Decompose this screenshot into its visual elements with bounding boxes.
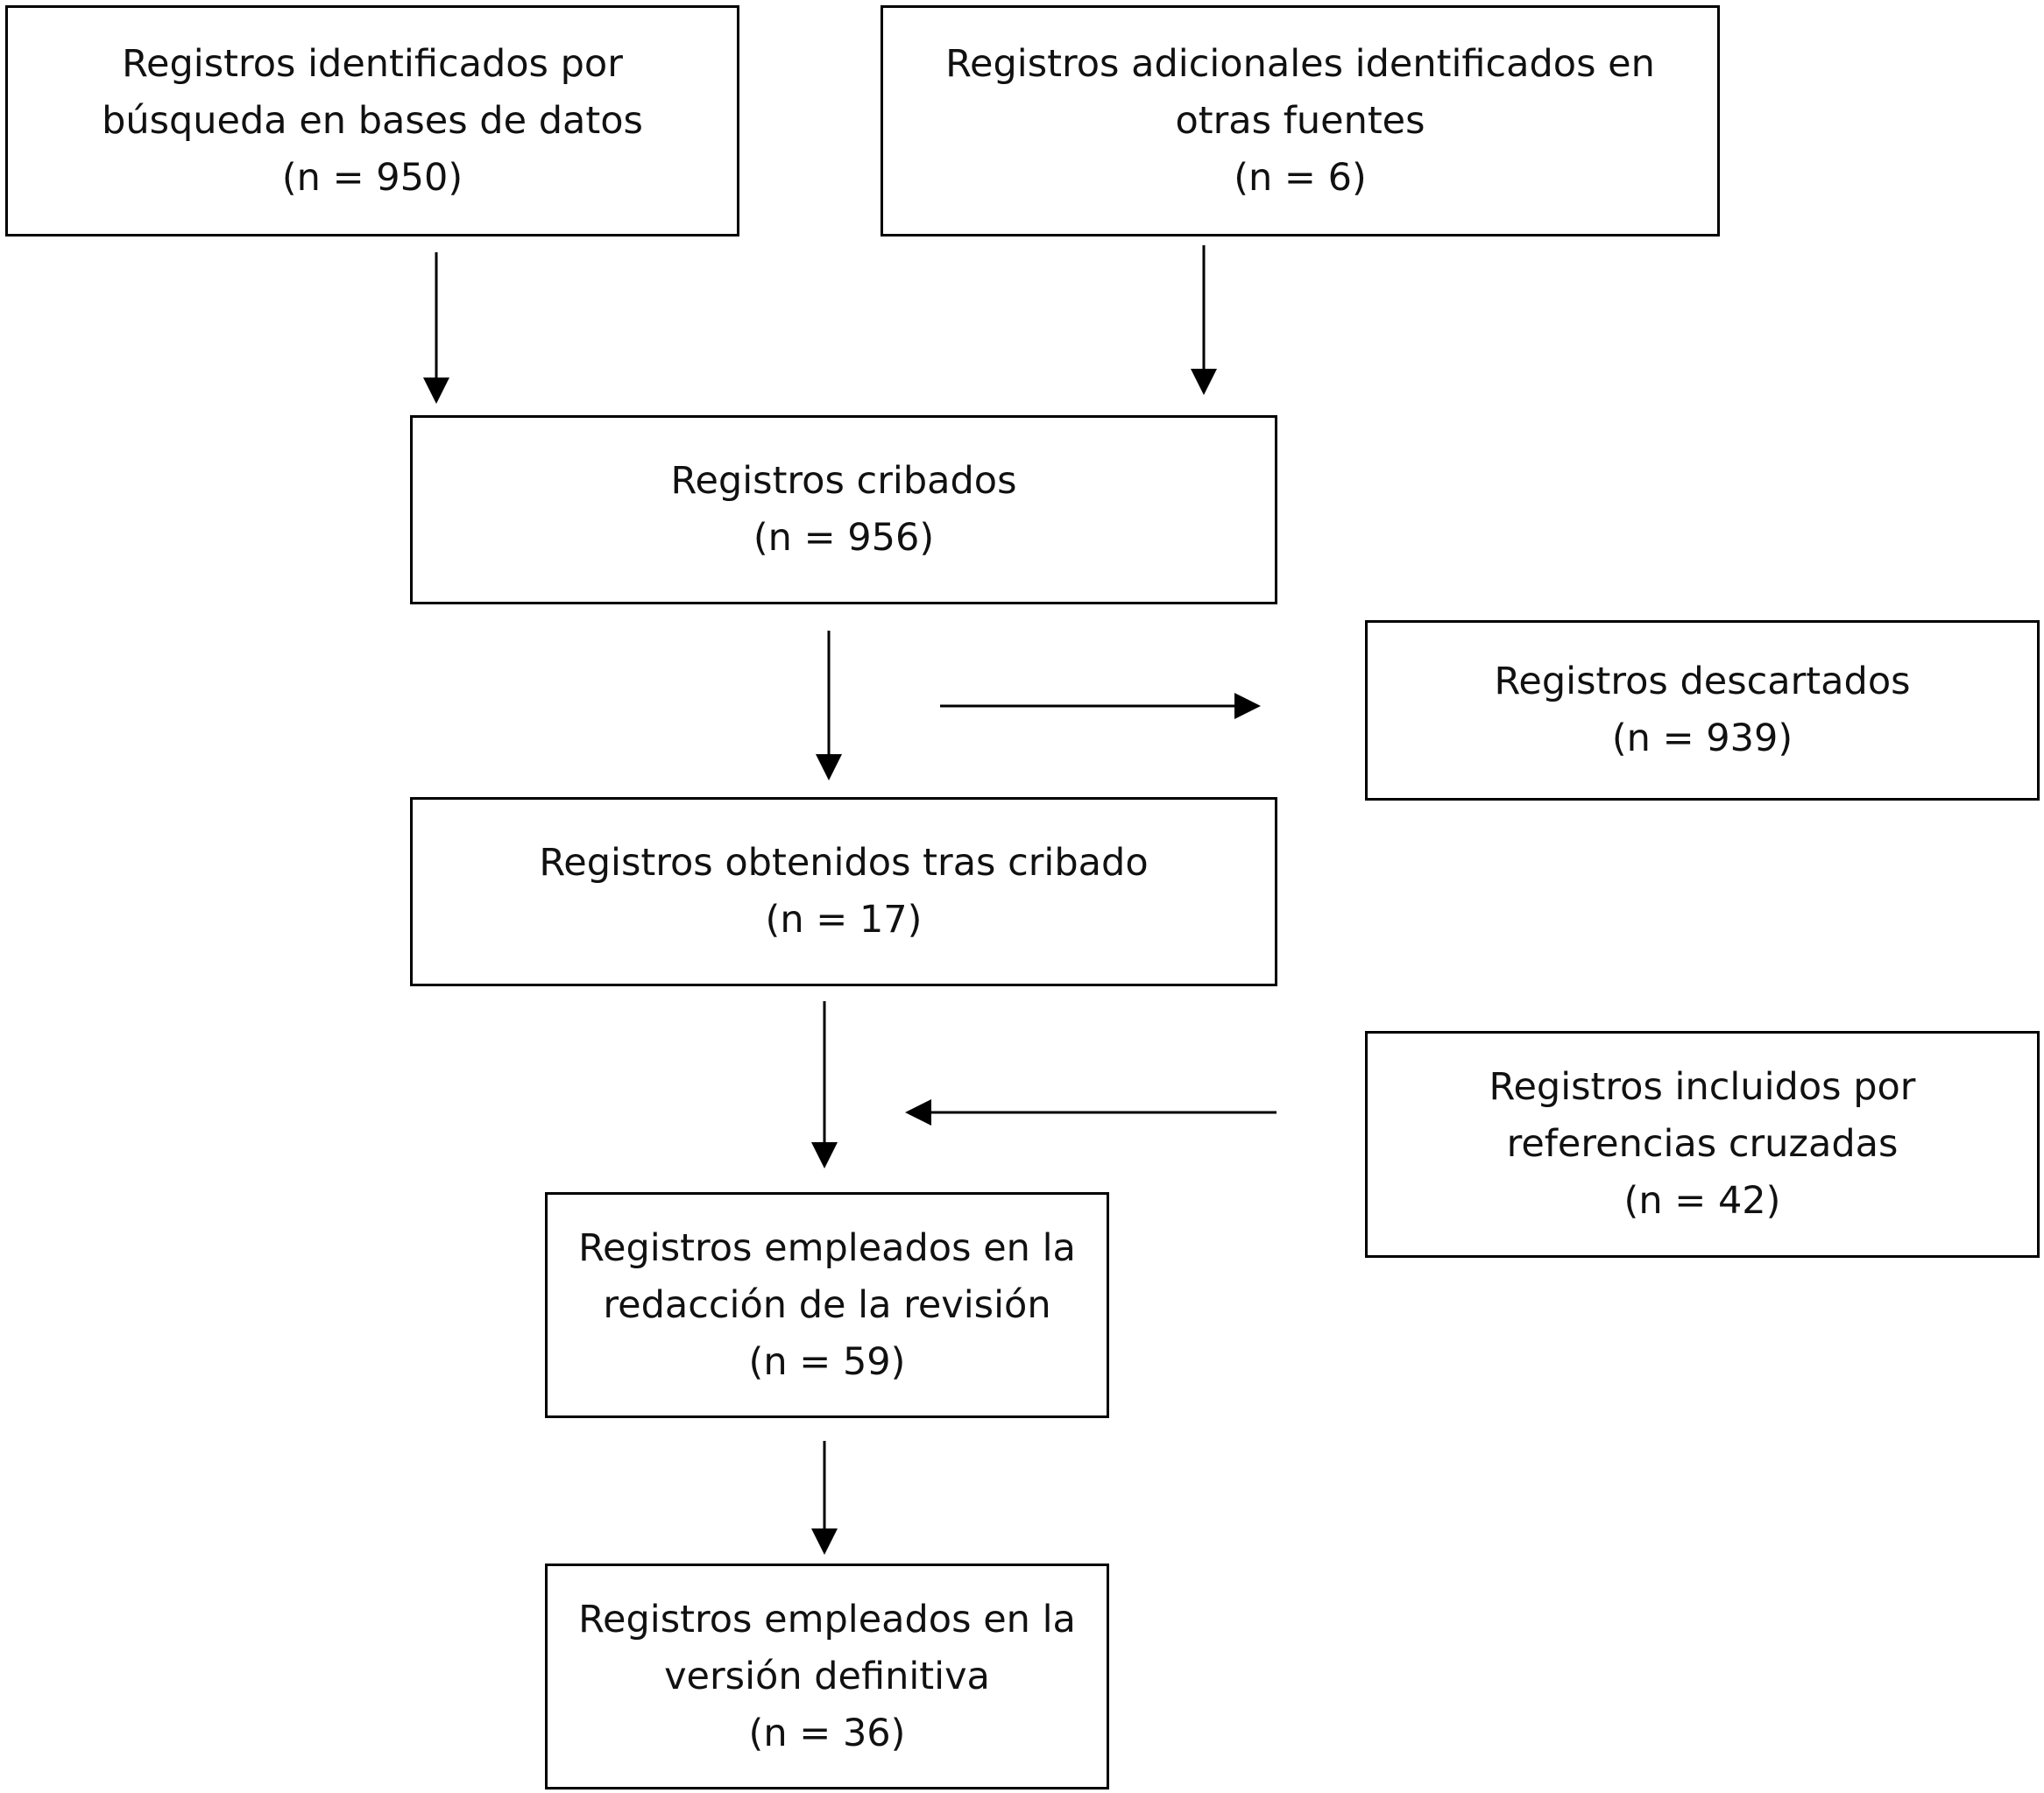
box-text-line: Registros descartados bbox=[1494, 660, 1911, 703]
box-text-line: referencias cruzadas bbox=[1506, 1122, 1899, 1166]
box-count: (n = 36) bbox=[748, 1711, 906, 1755]
box-text-line: versión definitiva bbox=[664, 1654, 990, 1698]
box-count: (n = 956) bbox=[753, 516, 935, 560]
box-after-screening: Registros obtenidos tras cribado (n = 17… bbox=[410, 797, 1277, 986]
box-text-line: búsqueda en bases de datos bbox=[102, 98, 643, 143]
box-count: (n = 17) bbox=[765, 898, 923, 942]
box-count: (n = 42) bbox=[1623, 1179, 1781, 1223]
box-count: (n = 939) bbox=[1611, 716, 1793, 760]
box-text-line: redacción de la revisión bbox=[603, 1282, 1051, 1327]
box-count: (n = 6) bbox=[1234, 155, 1367, 200]
box-count: (n = 950) bbox=[281, 155, 463, 200]
box-text-line: Registros adicionales identificados en bbox=[945, 41, 1655, 86]
box-screened: Registros cribados (n = 956) bbox=[410, 415, 1277, 604]
box-text-line: otras fuentes bbox=[1175, 98, 1425, 143]
box-text-line: Registros obtenidos tras cribado bbox=[539, 841, 1149, 885]
box-text-line: Registros cribados bbox=[670, 459, 1017, 503]
box-count: (n = 59) bbox=[748, 1339, 906, 1384]
box-database-records: Registros identificados por búsqueda en … bbox=[5, 5, 739, 236]
box-other-sources: Registros adicionales identificados en o… bbox=[881, 5, 1720, 236]
box-text-line: Registros empleados en la bbox=[578, 1225, 1076, 1270]
box-text-line: Registros empleados en la bbox=[578, 1597, 1076, 1641]
box-cross-references: Registros incluidos por referencias cruz… bbox=[1365, 1031, 2040, 1258]
box-text-line: Registros identificados por bbox=[122, 41, 623, 86]
box-text-line: Registros incluidos por bbox=[1489, 1065, 1916, 1109]
box-discarded: Registros descartados (n = 939) bbox=[1365, 620, 2040, 801]
box-review-drafting: Registros empleados en la redacción de l… bbox=[545, 1192, 1109, 1418]
box-final-version: Registros empleados en la versión defini… bbox=[545, 1564, 1109, 1789]
